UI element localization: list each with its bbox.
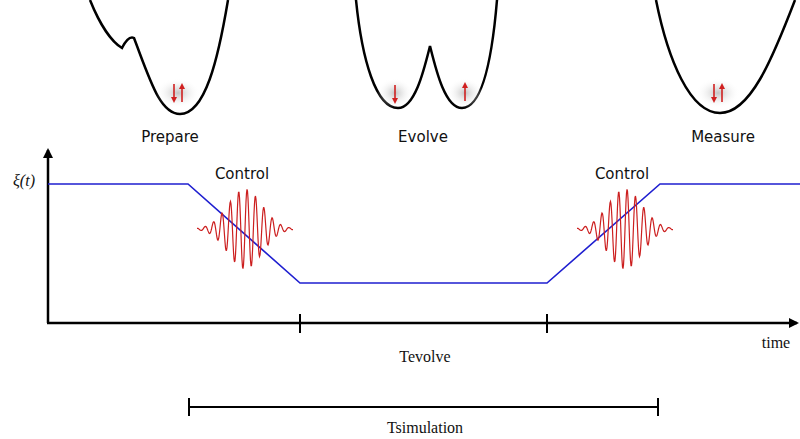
x-axis	[47, 322, 797, 325]
pulse-label: Control	[215, 166, 269, 183]
time-bracket	[189, 314, 658, 416]
prepare-well	[90, 0, 228, 114]
control-pulse	[197, 189, 293, 268]
stage-label: Measure	[691, 129, 755, 146]
y-axis	[47, 150, 50, 323]
measure-well	[656, 0, 795, 113]
axis-label: ξ(t)	[13, 172, 35, 190]
spin-arrows	[174, 84, 722, 102]
stage-label: Evolve	[398, 129, 448, 146]
control-parameter-curve	[48, 184, 800, 283]
stage-label: Prepare	[141, 129, 199, 146]
axis-label: time	[762, 334, 790, 352]
duration-label: Tevolve	[399, 348, 450, 366]
evolve-double-well	[356, 0, 497, 108]
duration-label: Tsimulation	[387, 419, 463, 437]
pulse-label: Control	[595, 166, 649, 183]
control-pulse	[577, 189, 673, 268]
